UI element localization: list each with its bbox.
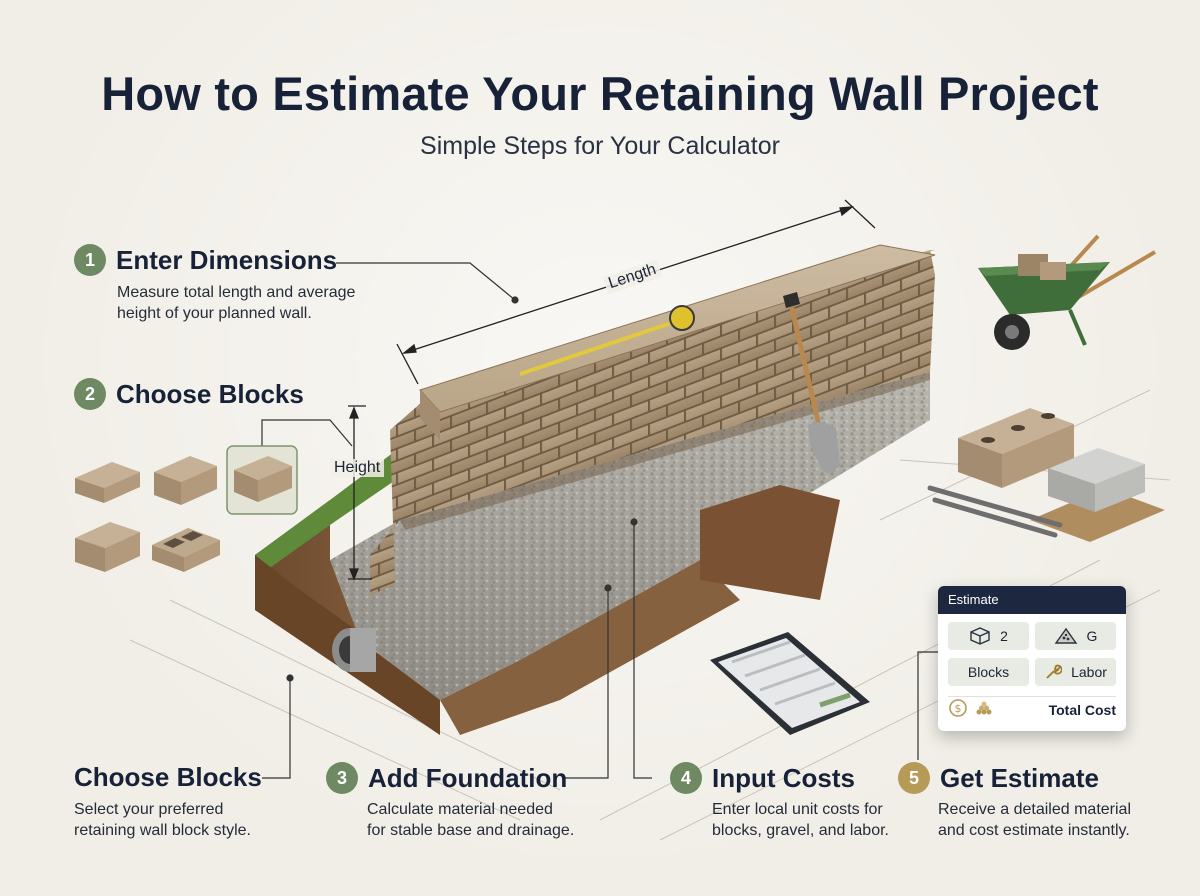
step-2-title: Choose Blocks [116,378,304,409]
block-icon [969,626,991,646]
choose-blocks-title: Choose Blocks [74,762,262,792]
step-4-number: 4 [670,762,702,794]
estimate-total-row: $ Total Cost [948,696,1116,723]
tablet-icon[interactable] [710,632,870,735]
height-label: Height [330,459,385,477]
rebar-icon [927,485,1063,538]
step-1-description: Measure total length and average height … [117,284,356,322]
total-cost-label: Total Cost [1048,702,1116,718]
step-2-heading: 2 Choose Blocks [74,378,304,410]
tape-measure-icon [519,305,695,376]
earth-cut [700,485,840,600]
step-4-description: Enter local unit costs for blocks, grave… [712,801,889,839]
step-5-number: 5 [898,762,930,794]
block-option-1[interactable] [75,462,140,503]
estimate-card-header: Estimate [938,586,1126,614]
block-options[interactable] [75,445,298,572]
shovel-icon [783,292,840,474]
step-3-description: Calculate material needed for stable bas… [367,801,575,839]
page-title: How to Estimate Your Retaining Wall Proj… [101,67,1099,120]
step-2-number: 2 [74,378,106,410]
drain-pipe-icon [332,628,376,672]
step-5-description: Receive a detailed material and cost est… [938,801,1131,839]
gravel-pile-icon [972,700,994,721]
step-5-heading: 5 Get Estimate [898,762,1099,794]
page-subtitle: Simple Steps for Your Calculator [420,132,780,160]
step-3-heading: 3 Add Foundation [326,762,567,794]
svg-text:$: $ [955,702,962,715]
dollar-coin-icon: $ [948,698,968,723]
wheelbarrow-icon [978,234,1157,350]
step-1-heading: 1 Enter Dimensions [74,244,337,276]
estimate-cell-gravel[interactable]: G [1035,622,1116,650]
block-option-4[interactable] [75,522,140,572]
block-option-3-selected[interactable] [226,445,298,515]
gravel-pile-icon [1054,627,1078,645]
choose-blocks-description: Select your preferred retaining wall blo… [74,801,251,839]
step-4-title: Input Costs [712,762,855,793]
block-option-5-hollow[interactable] [152,528,220,572]
block-pallet-icon [958,408,1165,542]
estimate-cell-block-count[interactable]: 2 [948,622,1029,650]
step-1-title: Enter Dimensions [116,244,338,275]
step-1-number: 1 [74,244,106,276]
estimate-card: Estimate 2 G Blocks Labor $ [938,586,1126,731]
block-option-2[interactable] [154,456,217,505]
height-dimension-line [348,405,372,581]
callout-leaders [261,262,938,779]
step-5-title: Get Estimate [940,762,1099,793]
estimate-cell-labor[interactable]: Labor [1035,658,1116,686]
step-4-heading: 4 Input Costs [670,762,855,794]
wrench-icon [1044,663,1063,681]
estimate-cell-blocks[interactable]: Blocks [948,658,1029,686]
step-3-title: Add Foundation [368,762,568,793]
step-3-number: 3 [326,762,358,794]
choose-blocks-heading: Choose Blocks [74,762,262,793]
